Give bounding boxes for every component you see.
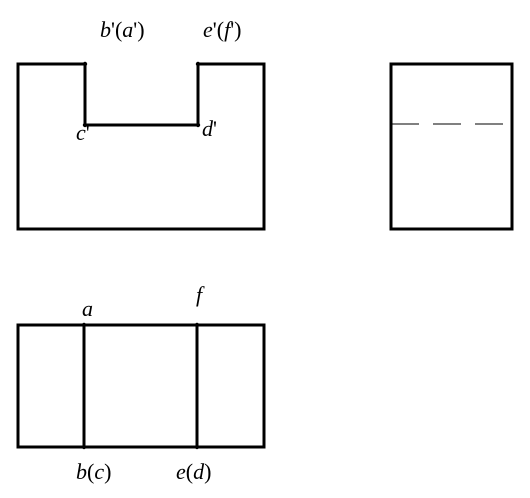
front-view bbox=[16, 61, 266, 231]
side-view bbox=[389, 62, 514, 231]
label-e-d: e(d) bbox=[176, 459, 211, 484]
label-e-prime-f-prime: e'(f') bbox=[203, 17, 241, 42]
top-view bbox=[16, 322, 266, 450]
point-a bbox=[81, 322, 87, 328]
label-b-prime-a-prime: b'(a') bbox=[100, 17, 145, 42]
label-a: a bbox=[82, 296, 93, 321]
point-e bbox=[194, 444, 200, 450]
label-d-prime: d' bbox=[202, 116, 217, 141]
label-b-c: b(c) bbox=[76, 459, 111, 484]
point-d-prime bbox=[195, 122, 201, 128]
label-c-prime: c' bbox=[76, 120, 90, 145]
point-e-prime bbox=[195, 61, 201, 67]
point-c-prime bbox=[82, 122, 88, 128]
front-view-outline bbox=[16, 62, 266, 231]
top-view-outline bbox=[16, 323, 266, 449]
side-view-outline bbox=[389, 62, 514, 231]
label-f: f bbox=[196, 282, 205, 307]
point-b bbox=[81, 444, 87, 450]
point-f bbox=[194, 322, 200, 328]
point-b-prime bbox=[82, 61, 88, 67]
